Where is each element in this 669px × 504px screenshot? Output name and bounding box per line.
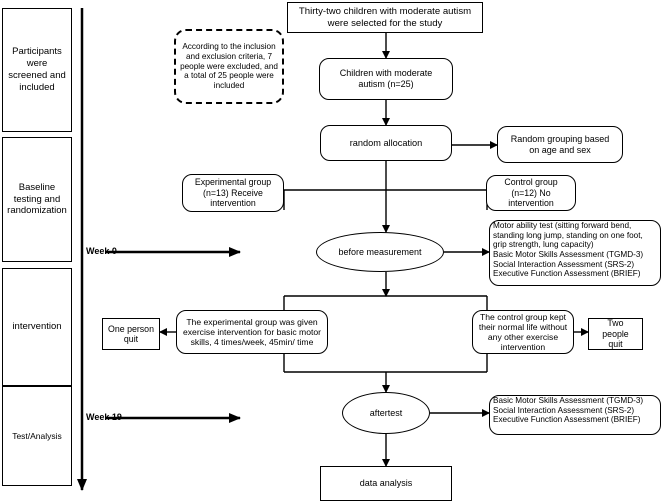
node-ctrl-intervention-label: The control group kept their normal life… — [478, 311, 568, 353]
node-two-people-quit: Two people quit — [588, 318, 643, 350]
node-aftertest: aftertest — [342, 392, 430, 434]
node-before-tests: Motor ability test (sitting forward bend… — [489, 220, 661, 286]
stage-test-label: Test/Analysis — [12, 430, 62, 441]
node-control-group: Control group (n=12) No intervention — [486, 175, 576, 211]
node-moderate-autism: Children with moderate autism (n=25) — [319, 58, 453, 100]
before-tests-line-2: standing long jump, standing on one foot… — [493, 230, 643, 240]
week0-label: Week 0 — [86, 246, 117, 256]
stage-baseline: Baseline testing and randomization — [2, 137, 72, 262]
node-one-quit-label: One person quit — [108, 323, 154, 344]
stage-baseline-label: Baseline testing and randomization — [7, 181, 67, 217]
node-before-label: before measurement — [338, 246, 422, 257]
after-tests-line-2: Social Interaction Assessment (SRS-2) — [493, 405, 635, 415]
before-tests-line-3: grip strength, lung capacity) — [493, 240, 594, 250]
node-experimental-label: Experimental group (n=13) Receive interv… — [194, 177, 272, 209]
stage-intervention-label: intervention — [12, 321, 62, 333]
week19-label: Week 19 — [86, 412, 122, 422]
node-data-analysis: data analysis — [320, 466, 452, 501]
node-selected: Thirty-two children with moderate autism… — [287, 2, 483, 33]
node-control-label: Control group (n=12) No intervention — [504, 177, 558, 209]
before-tests-line-5: Social Interaction Assessment (SRS-2) — [493, 259, 635, 269]
node-two-quit-label: Two people quit — [602, 318, 629, 350]
after-tests-line-1: Basic Motor Skills Assessment (TGMD-3) — [493, 396, 644, 405]
stage-test-analysis: Test/Analysis — [2, 386, 72, 486]
node-experimental-group: Experimental group (n=13) Receive interv… — [182, 174, 284, 212]
node-after-tests: Basic Motor Skills Assessment (TGMD-3) S… — [489, 395, 661, 435]
node-exp-intervention-label: The experimental group was given exercis… — [182, 316, 322, 348]
node-random-grouping: Random grouping based on age and sex — [497, 126, 623, 163]
stage-participants: Participants were screened and included — [2, 8, 72, 132]
node-aftertest-label: aftertest — [369, 407, 403, 418]
node-allocation-label: random allocation — [349, 137, 423, 148]
before-tests-line-1: Motor ability test (sitting forward bend… — [493, 221, 632, 230]
node-analysis-label: data analysis — [359, 478, 413, 489]
after-tests-line-3: Executive Function Assessment (BRIEF) — [493, 415, 641, 425]
before-tests-line-6: Executive Function Assessment (BRIEF) — [493, 269, 641, 279]
node-selected-label: Thirty-two children with moderate autism… — [298, 6, 472, 29]
node-one-person-quit: One person quit — [102, 318, 160, 350]
node-criteria-label: According to the inclusion and exclusion… — [180, 42, 278, 90]
before-tests-line-4: Basic Motor Skills Assessment (TGMD-3) — [493, 250, 644, 260]
node-random-allocation: random allocation — [320, 125, 452, 161]
node-experimental-intervention: The experimental group was given exercis… — [176, 310, 328, 354]
stage-participants-label: Participants were screened and included — [8, 46, 66, 93]
node-before-measurement: before measurement — [316, 232, 444, 272]
stage-intervention: intervention — [2, 268, 72, 386]
node-moderate-label: Children with moderate autism (n=25) — [339, 68, 433, 89]
node-grouping-label: Random grouping based on age and sex — [510, 133, 610, 155]
node-criteria: According to the inclusion and exclusion… — [174, 29, 284, 104]
node-control-intervention: The control group kept their normal life… — [472, 310, 574, 354]
